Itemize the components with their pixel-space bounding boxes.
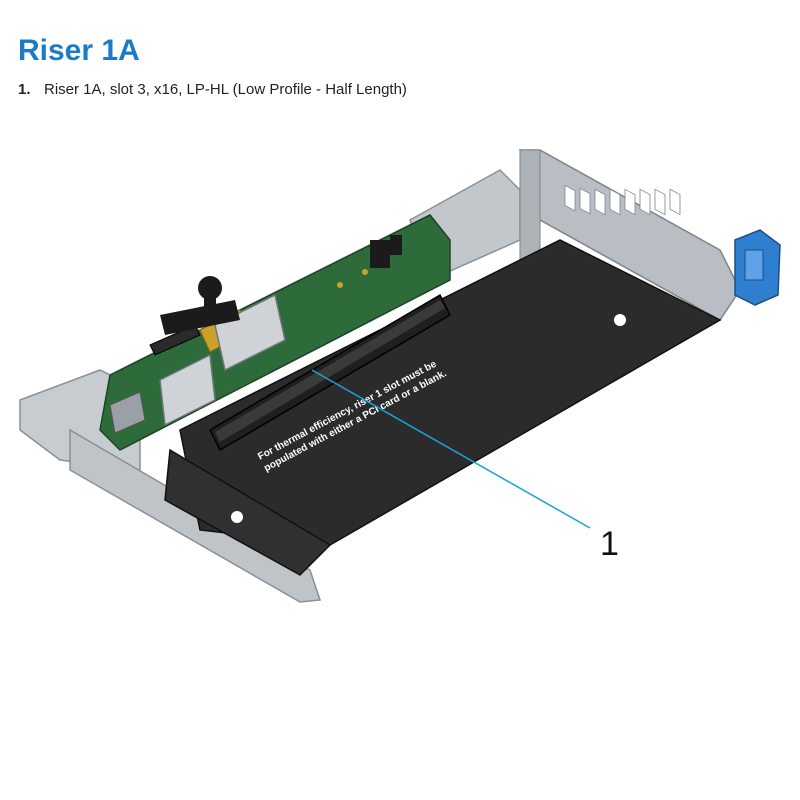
callout-number: 1 <box>600 525 619 563</box>
io-bracket-vents <box>564 184 681 216</box>
legend-item-text: Riser 1A, slot 3, x16, LP-HL (Low Profil… <box>44 81 407 98</box>
page-title: Riser 1A <box>18 34 140 67</box>
legend-item: 1. Riser 1A, slot 3, x16, LP-HL (Low Pro… <box>18 81 407 98</box>
guide-post <box>160 276 240 335</box>
callout-line <box>311 369 591 529</box>
callout-legend: 1. Riser 1A, slot 3, x16, LP-HL (Low Pro… <box>18 81 407 98</box>
blue-latch[interactable] <box>734 229 781 306</box>
cable-connectors <box>109 293 286 434</box>
riser-illustration: For thermal efficiency, riser 1 slot mus… <box>19 149 781 603</box>
pcie-x16-slot[interactable] <box>209 293 451 452</box>
legend-item-number: 1. <box>18 81 31 98</box>
